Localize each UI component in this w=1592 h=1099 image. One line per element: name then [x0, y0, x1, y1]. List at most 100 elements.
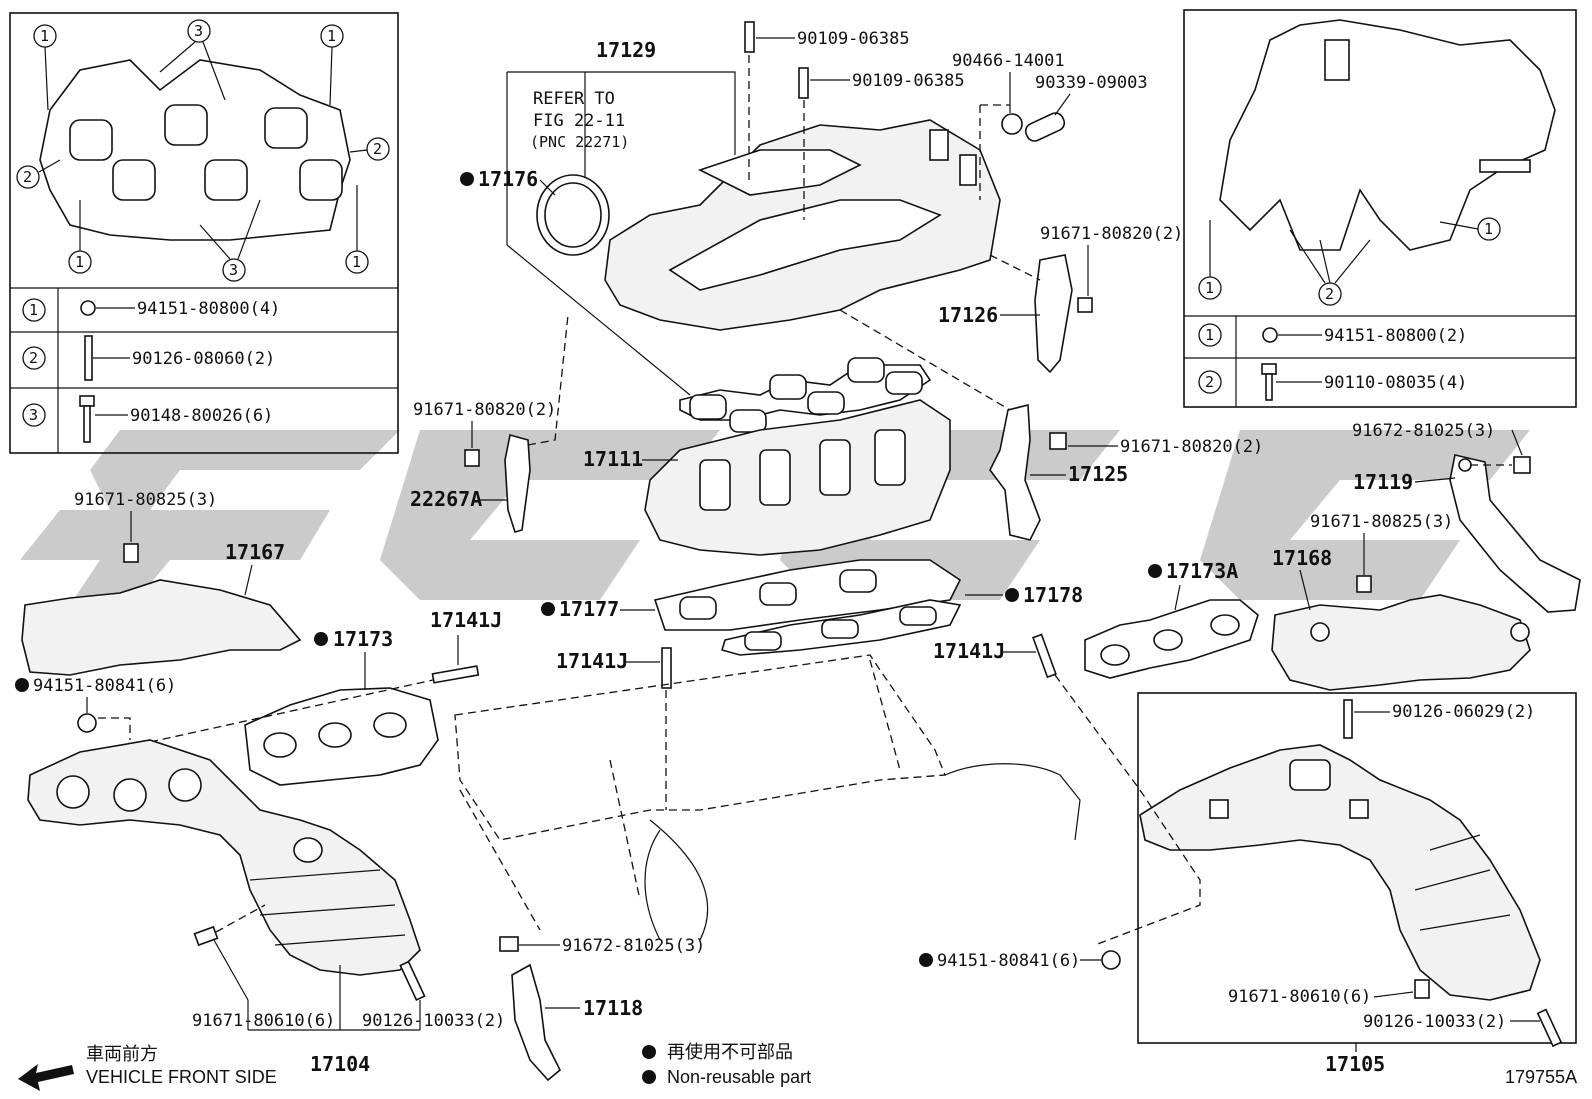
label-17141j-c: 17141J: [933, 639, 1005, 663]
inset-left-callout-3b: 3: [199, 199, 261, 282]
nonreusable-dot: [541, 602, 555, 616]
bracket-17118: [511, 963, 561, 1082]
label-91671-80610-right: 91671-80610(6): [1228, 987, 1371, 1007]
refer-line-2: FIG 22-11: [533, 111, 625, 131]
nonreusable-dot: [1005, 588, 1019, 602]
bracket-22267a: [504, 433, 531, 533]
svg-text:1: 1: [352, 253, 361, 271]
inset-right-callout-2: 2: [1289, 229, 1371, 306]
inset-right-callout-1a: 1: [1439, 217, 1501, 241]
svg-text:2: 2: [23, 168, 32, 186]
box-17105: [1137, 692, 1577, 1044]
inset-left-row1-part: 94151-80800(4): [137, 299, 280, 319]
label-17141j-b: 17141J: [556, 649, 628, 673]
inset-left-callout-2a: 2: [16, 159, 61, 189]
label-17119: 17119: [1353, 470, 1413, 494]
label-91671-80825-left: 91671-80825(3): [74, 490, 217, 510]
nonreusable-dot: [1148, 564, 1162, 578]
gasket-17177: [653, 559, 962, 631]
stud-90126-10033-right: [1536, 1008, 1563, 1048]
inset-right-row2-part: 90110-08035(4): [1324, 373, 1467, 393]
inset-right-callout-1b: 1: [1198, 220, 1222, 300]
vehicle-front-indicator: 車両前方 VEHICLE FRONT SIDE: [18, 1044, 277, 1091]
label-90339: 90339-09003: [1035, 73, 1148, 93]
label-17129: 17129: [596, 38, 656, 62]
label-17178: 17178: [1023, 583, 1083, 607]
intake-manifold-side-drawing: [1219, 19, 1556, 251]
svg-text:1: 1: [75, 253, 84, 271]
label-90466: 90466-14001: [952, 51, 1065, 71]
inset-right-row1-part: 94151-80800(2): [1324, 326, 1467, 346]
label-17105: 17105: [1325, 1052, 1385, 1076]
refer-line-3: (PNC 22271): [530, 133, 629, 151]
label-17167: 17167: [225, 540, 285, 564]
svg-text:1: 1: [29, 301, 38, 319]
bolt-icon: [79, 395, 95, 443]
label-91671-80820-top: 91671-80820(2): [1040, 224, 1183, 244]
nut-icon: [1262, 327, 1278, 343]
bolt-91671-80610-right: [1414, 979, 1430, 999]
label-91672-81025-right: 91672-81025(3): [1352, 421, 1495, 441]
label-90126-10033-right: 90126-10033(2): [1363, 1012, 1506, 1032]
inset-right: 1 1 2 1 94151-80800(2) 2 90110-08035(4): [1183, 9, 1577, 408]
hose: [1024, 112, 1066, 142]
stud-90126-06029: [1343, 699, 1353, 739]
label-17176: 17176: [478, 167, 538, 191]
inset-left-row3-part: 90148-80026(6): [130, 406, 273, 426]
label-17168: 17168: [1272, 546, 1332, 570]
svg-text:2: 2: [1325, 285, 1334, 303]
bracket-17125: [989, 403, 1041, 541]
figure-id: 179755A: [1505, 1067, 1577, 1087]
label-90126-10033-left: 90126-10033(2): [362, 1011, 505, 1031]
label-22267a: 22267A: [410, 487, 482, 511]
screw-90109-b: [798, 67, 809, 99]
label-90109-b: 90109-06385: [852, 71, 965, 91]
svg-text:2: 2: [29, 349, 38, 367]
svg-text:1: 1: [1484, 220, 1493, 238]
inset-left-callout-1a: 1: [33, 24, 57, 111]
hose-clamp: [1001, 113, 1023, 135]
label-17173: 17173: [333, 627, 393, 651]
gasket-17173a: [1084, 599, 1259, 679]
nonreusable-dot: [314, 632, 328, 646]
bracket-17126: [1034, 254, 1073, 374]
front-label-jp: 車両前方: [86, 1044, 158, 1064]
label-17118: 17118: [583, 996, 643, 1020]
legend-jp-nonreusable: 再使用不可部品: [667, 1042, 793, 1062]
label-17111: 17111: [583, 447, 643, 471]
upper-gasket-set: [679, 357, 932, 433]
inset-left-callout-3a: 3: [159, 19, 226, 101]
heat-insulator-17168: [1271, 594, 1531, 691]
upper-intake-manifold: [536, 119, 1001, 331]
refer-line-1: REFER TO: [533, 89, 615, 109]
nut-icon: [80, 300, 96, 316]
nonreusable-dot: [919, 953, 933, 967]
label-91671-80610-left: 91671-80610(6): [192, 1011, 335, 1031]
svg-text:2: 2: [373, 140, 382, 158]
label-90109-a: 90109-06385: [797, 29, 910, 49]
lower-intake-manifold: [644, 399, 951, 556]
bracket-17119: [1449, 454, 1581, 613]
legend-en-nonreusable: Non-reusable part: [667, 1067, 811, 1087]
label-90126-06029: 90126-06029(2): [1392, 702, 1535, 722]
inset-left-callout-1d: 1: [345, 185, 369, 274]
inset-left-callout-1b: 1: [320, 24, 344, 106]
svg-text:2: 2: [1205, 373, 1214, 391]
exhaust-manifold-17104: [27, 739, 421, 976]
svg-text:1: 1: [40, 27, 49, 45]
inset-left-callout-2b: 2: [349, 137, 390, 161]
inset-left-row2-part: 90126-08060(2): [132, 349, 275, 369]
label-17177: 17177: [559, 597, 619, 621]
nonreusable-dot: [642, 1070, 656, 1084]
label-91672-81025-bottom: 91672-81025(3): [562, 936, 705, 956]
nonreusable-dot: [15, 678, 29, 692]
bolt-icon: [1261, 363, 1277, 401]
front-label-en: VEHICLE FRONT SIDE: [86, 1067, 277, 1087]
exhaust-manifold-17105: [1139, 744, 1541, 1001]
gasket-17178: [720, 599, 962, 656]
nonreusable-dot: [642, 1045, 656, 1059]
bolt-91672-81025: [499, 936, 519, 952]
nut-94151-right: [1101, 950, 1121, 970]
inset-left-callout-1c: 1: [68, 200, 92, 274]
